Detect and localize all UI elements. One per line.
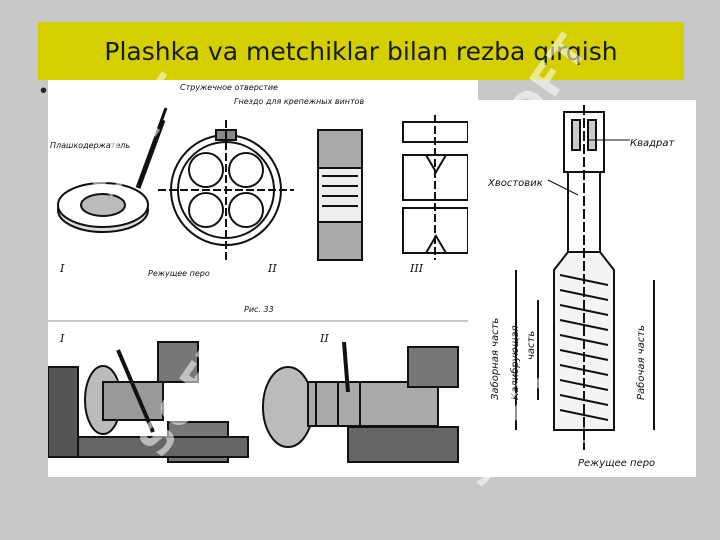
numeral-top-1: I <box>59 262 65 275</box>
calibrating-part-label: часть <box>526 331 537 360</box>
cutting-edge-label-top: Режущее перо <box>148 269 210 278</box>
calibrating-label: Калибрующая <box>509 325 521 400</box>
numeral-top-3: III <box>409 262 424 275</box>
figure-caption: Рис. 33 <box>244 305 274 314</box>
title-bar: Plashka va metchiklar bilan rezba qirqis… <box>38 22 684 80</box>
die-section-drawing <box>317 129 363 261</box>
working-part-label: Рабочая часть <box>635 325 647 400</box>
split-die-drawing <box>402 115 469 260</box>
tap-drawing <box>515 105 655 450</box>
tap-figure-drawing: Квадрат Хвостовик Заборная часть Калибру… <box>487 105 676 469</box>
lathe-figure-panel: I II <box>48 322 470 477</box>
die-holder-drawing <box>57 107 168 233</box>
chip-hole-label: Стружечное отверстие <box>180 83 278 92</box>
cutting-edge-label-tap: Режущее перо <box>578 458 655 469</box>
die-figure-panel: Плашкодержатель Стружечное отверстие Гне… <box>48 80 478 320</box>
lathe-figure-drawing: I II <box>48 332 459 463</box>
die-face-drawing <box>158 120 294 260</box>
shank-label: Хвостовик <box>487 178 543 189</box>
bullet-point: • <box>40 80 48 102</box>
numeral-bottom-2: II <box>319 332 329 345</box>
intake-part-label: Заборная часть <box>489 318 501 400</box>
square-label: Квадрат <box>630 138 676 149</box>
slide-title: Plashka va metchiklar bilan rezba qirqis… <box>104 36 618 66</box>
screw-socket-label: Гнездо для крепежных винтов <box>234 97 365 106</box>
lathe-scene-1 <box>48 341 249 463</box>
die-holder-label: Плашкодержатель <box>50 141 130 150</box>
die-figure-drawing: Плашкодержатель Стружечное отверстие Гне… <box>50 83 469 314</box>
numeral-top-2: II <box>267 262 277 275</box>
tap-figure-panel: Квадрат Хвостовик Заборная часть Калибру… <box>468 100 696 477</box>
numeral-bottom-1: I <box>59 332 65 345</box>
lathe-scene-2 <box>262 341 459 463</box>
